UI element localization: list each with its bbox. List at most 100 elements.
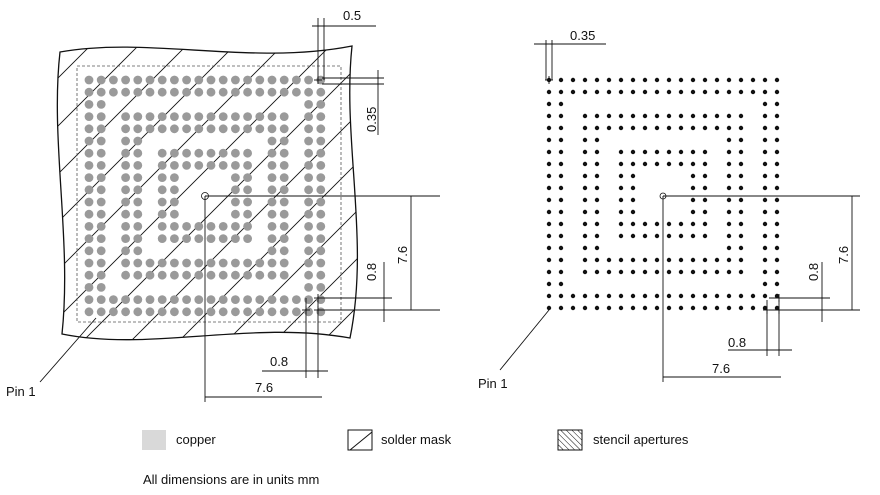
stencil-pad	[594, 89, 600, 95]
stencil-pad	[654, 161, 660, 167]
copper-pad	[182, 112, 192, 121]
stencil-pad	[606, 89, 612, 95]
stencil-pad	[630, 197, 636, 203]
stencil-pad	[546, 293, 552, 299]
copper-pad	[194, 295, 204, 304]
stencil-pad	[726, 293, 732, 299]
copper-pad	[255, 270, 265, 280]
package-outline	[76, 65, 342, 323]
copper-pad	[231, 197, 240, 207]
stencil-pad	[642, 149, 648, 155]
stencil-pad	[618, 269, 624, 275]
stencil-pad	[738, 209, 744, 215]
stencil-pad	[642, 257, 648, 263]
copper-pad	[170, 75, 179, 85]
copper-pad	[279, 185, 289, 195]
copper-pad	[292, 295, 301, 304]
copper-pad	[231, 222, 240, 231]
stencil-pad	[762, 197, 768, 203]
copper-pad	[267, 161, 277, 170]
copper-pad	[96, 75, 106, 85]
copper-pad	[279, 307, 289, 317]
stencil-pad	[750, 89, 756, 95]
copper-pad	[218, 222, 228, 231]
stencil-pad	[642, 77, 648, 83]
solder-mask-hatch-line	[57, 46, 185, 340]
copper-pad	[96, 100, 106, 109]
copper-pad	[279, 270, 289, 280]
stencil-pad	[630, 305, 636, 311]
copper-pad	[279, 295, 289, 304]
copper-pad	[243, 148, 253, 158]
stencil-pad	[714, 305, 720, 311]
stencil-pad	[666, 221, 672, 227]
right-dim-right-span-label: 7.6	[836, 246, 851, 264]
stencil-pad	[618, 209, 624, 215]
stencil-pad	[594, 125, 600, 131]
stencil-pad	[594, 197, 600, 203]
stencil-pad	[726, 269, 732, 275]
stencil-pad	[702, 269, 708, 275]
stencil-pad	[558, 149, 564, 155]
pin1-leader-line	[499, 309, 550, 371]
copper-pad	[316, 136, 326, 146]
stencil-pad	[558, 137, 564, 143]
copper-pad	[121, 246, 130, 256]
stencil-pad	[594, 149, 600, 155]
copper-pad	[194, 307, 204, 317]
copper-pad	[157, 173, 167, 183]
stencil-pad	[582, 305, 588, 311]
stencil-pad	[630, 149, 636, 155]
stencil-pad	[714, 125, 720, 131]
stencil-pad	[558, 113, 564, 119]
stencil-pad	[702, 233, 708, 239]
stencil-pad	[690, 293, 696, 299]
stencil-pad	[738, 269, 744, 275]
copper-pad	[206, 161, 216, 170]
copper-pad	[121, 75, 130, 85]
stencil-pad	[714, 113, 720, 119]
copper-pad	[304, 100, 313, 109]
stencil-pad	[642, 89, 648, 95]
copper-pad	[304, 173, 313, 183]
stencil-pad	[558, 281, 564, 287]
copper-pad	[304, 270, 313, 280]
copper-pad	[96, 283, 106, 292]
stencil-pad	[642, 125, 648, 131]
stencil-pad	[762, 101, 768, 107]
copper-pad	[206, 307, 216, 317]
stencil-pad	[726, 233, 732, 239]
copper-pad	[316, 246, 326, 256]
stencil-pad	[678, 233, 684, 239]
copper-pad	[121, 234, 130, 244]
stencil-pad	[558, 185, 564, 191]
stencil-pad	[702, 185, 708, 191]
stencil-pad	[630, 185, 636, 191]
stencil-pad	[726, 161, 732, 167]
stencil-pad	[738, 125, 744, 131]
copper-pad	[243, 75, 253, 85]
stencil-pad	[618, 161, 624, 167]
stencil-pad	[678, 77, 684, 83]
copper-pad	[218, 234, 228, 244]
copper-pad	[279, 173, 289, 183]
stencil-pad	[702, 257, 708, 263]
copper-pad	[218, 124, 228, 134]
copper-pad	[243, 270, 253, 280]
stencil-pad	[666, 125, 672, 131]
stencil-pad	[774, 101, 780, 107]
copper-pad	[231, 148, 240, 158]
stencil-pad	[714, 257, 720, 263]
stencil-pad	[738, 257, 744, 263]
copper-pad	[279, 161, 289, 170]
stencil-pad	[558, 245, 564, 251]
stencil-pad	[654, 113, 660, 119]
copper-pad	[316, 222, 326, 231]
stencil-pad	[726, 173, 732, 179]
stencil-swatch-icon	[557, 429, 583, 451]
copper-pad	[304, 185, 313, 195]
stencil-pad	[762, 257, 768, 263]
stencil-pad	[582, 149, 588, 155]
copper-pad	[231, 307, 240, 317]
copper-pad	[96, 295, 106, 304]
